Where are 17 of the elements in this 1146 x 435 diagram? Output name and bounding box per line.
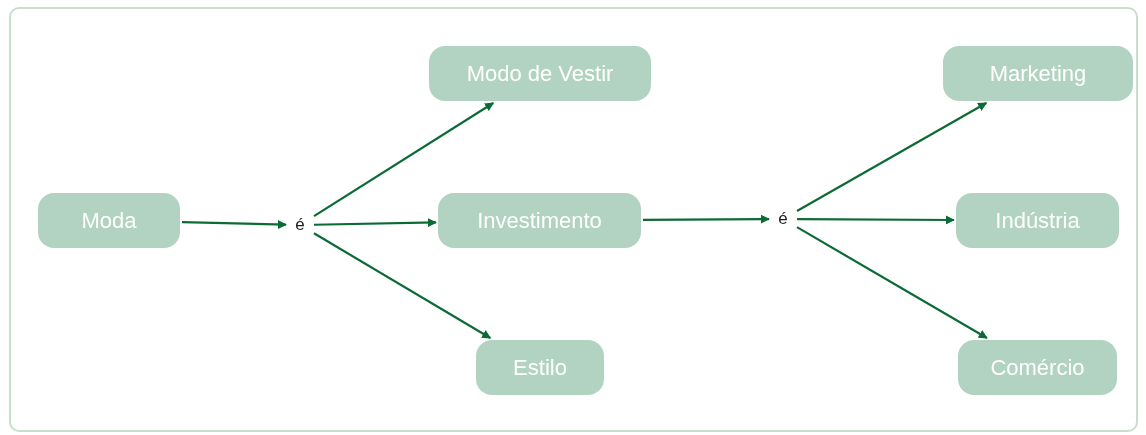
concept-box: Marketing: [943, 46, 1133, 101]
arrow: [796, 226, 988, 339]
concept-box: Moda: [38, 193, 180, 248]
arrow: [796, 102, 988, 212]
arrow: [797, 215, 955, 225]
concept-box: Estilo: [476, 340, 604, 395]
arrow: [643, 214, 770, 224]
arrow: [313, 102, 495, 218]
arrow: [313, 218, 437, 228]
concept-box: Investimento: [438, 193, 641, 248]
concept-box: Comércio: [958, 340, 1117, 395]
concept-box: Indústria: [956, 193, 1119, 248]
arrow: [181, 220, 287, 229]
concept-box: Modo de Vestir: [429, 46, 651, 101]
connector-word: é: [773, 206, 793, 232]
connector-word: é: [290, 212, 310, 238]
arrow: [313, 232, 492, 339]
